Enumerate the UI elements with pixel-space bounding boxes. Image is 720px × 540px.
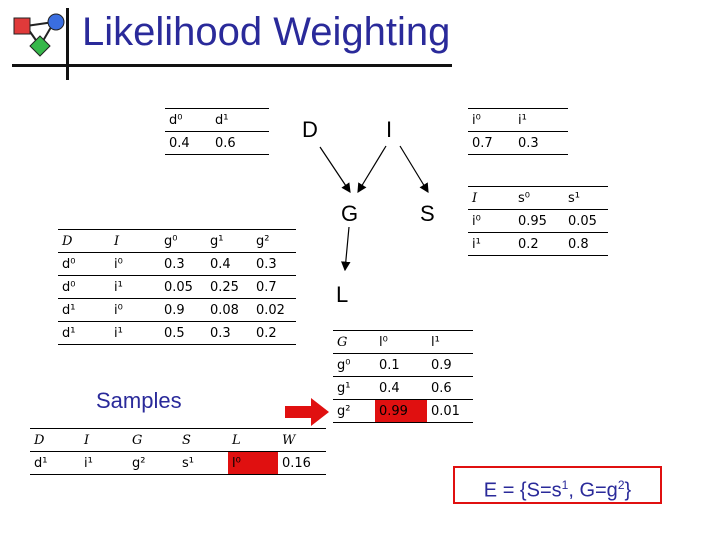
cpd-l-cell: 0.9 — [427, 353, 473, 377]
cpd-g-cell: d⁰ — [58, 275, 110, 299]
cpd-i-value: 0.7 — [468, 131, 514, 155]
cpd-g-header: g⁰ — [160, 229, 206, 253]
cpd-g-cell: i¹ — [110, 275, 160, 299]
evidence-mid: , G=g — [568, 479, 618, 502]
cpd-g-cell: 0.5 — [160, 321, 206, 345]
cpd-g-cell: 0.4 — [206, 252, 252, 276]
cpd-s-cell: i⁰ — [468, 209, 514, 233]
cpd-l-cell: 0.6 — [427, 376, 473, 400]
cpd-i-header: i¹ — [514, 108, 568, 132]
cpd-d-header: d⁰ — [165, 108, 211, 132]
cpd-g-cell: i⁰ — [110, 252, 160, 276]
samples-label: Samples — [96, 388, 182, 413]
cpd-l-cell: g⁰ — [333, 353, 375, 377]
title-rule-horizontal — [12, 64, 452, 67]
cpd-table-s: I s⁰ s¹ i⁰ 0.95 0.05 i¹ 0.2 0.8 — [468, 186, 608, 256]
evidence-s-sup: 1 — [561, 478, 569, 492]
arrow-right-icon — [285, 398, 329, 426]
cpd-g-cell: 0.02 — [252, 298, 296, 322]
edge-i-g — [357, 145, 387, 194]
cpd-s-cell: i¹ — [468, 232, 514, 256]
edge-d-g — [319, 146, 351, 193]
evidence-box: E = {S=s1, G=g2} — [453, 466, 662, 504]
evidence-suffix: } — [624, 479, 632, 502]
cpd-s-cell: 0.95 — [514, 209, 564, 233]
cpd-g-cell: 0.3 — [160, 252, 206, 276]
cpd-g-cell: i¹ — [110, 321, 160, 345]
cpd-d-value: 0.6 — [211, 131, 269, 155]
cpd-s-cell: 0.05 — [564, 209, 608, 233]
cpd-d-header: d¹ — [211, 108, 269, 132]
page-title: Likelihood Weighting — [82, 10, 451, 54]
samples-header: W — [278, 428, 326, 452]
samples-cell: 0.16 — [278, 451, 326, 475]
samples-header: I — [80, 428, 128, 452]
cpd-l-cell: 0.1 — [375, 353, 427, 377]
samples-header: G — [128, 428, 178, 452]
cpd-g-cell: 0.05 — [160, 275, 206, 299]
title-rule-vertical — [66, 8, 69, 80]
cpd-l-header: l⁰ — [375, 330, 427, 354]
node-i: I — [386, 117, 393, 142]
edge-g-l — [340, 226, 351, 272]
cpd-g-header: I — [110, 229, 160, 253]
cpd-g-cell: d⁰ — [58, 252, 110, 276]
cpd-g-cell: 0.7 — [252, 275, 296, 299]
cpd-d-value: 0.4 — [165, 131, 211, 155]
samples-cell-highlighted: l⁰ — [228, 451, 278, 475]
cpd-g-cell: 0.3 — [252, 252, 296, 276]
edge-i-s — [399, 145, 429, 194]
cpd-g-cell: i⁰ — [110, 298, 160, 322]
cpd-table-g: D I g⁰ g¹ g² d⁰ i⁰ 0.3 0.4 0.3 d⁰ i¹ 0.0… — [58, 229, 296, 345]
cpd-s-cell: 0.2 — [514, 232, 564, 256]
cpd-l-header: l¹ — [427, 330, 473, 354]
samples-header: L — [228, 428, 278, 452]
node-d: D — [302, 117, 318, 142]
cpd-table-d: d⁰ d¹ 0.4 0.6 — [165, 108, 269, 155]
cpd-s-header: s⁰ — [514, 186, 564, 210]
cpd-l-cell: g¹ — [333, 376, 375, 400]
samples-cell: i¹ — [80, 451, 128, 475]
node-g: G — [341, 201, 359, 226]
samples-table: D I G S L W d¹ i¹ g² s¹ l⁰ 0.16 — [30, 428, 326, 475]
samples-cell: d¹ — [30, 451, 80, 475]
cpd-i-value: 0.3 — [514, 131, 568, 155]
cpd-g-header: g¹ — [206, 229, 252, 253]
cpd-s-header: s¹ — [564, 186, 608, 210]
samples-header: D — [30, 428, 80, 452]
cpd-g-cell: 0.25 — [206, 275, 252, 299]
cpd-g-header: g² — [252, 229, 296, 253]
network-logo-icon — [13, 13, 65, 57]
cpd-s-header: I — [468, 186, 514, 210]
samples-cell: g² — [128, 451, 178, 475]
cpd-g-cell: 0.9 — [160, 298, 206, 322]
cpd-i-header: i⁰ — [468, 108, 514, 132]
cpd-g-cell: 0.08 — [206, 298, 252, 322]
samples-header: S — [178, 428, 228, 452]
cpd-s-cell: 0.8 — [564, 232, 608, 256]
samples-cell: s¹ — [178, 451, 228, 475]
evidence-g-sup: 2 — [617, 478, 625, 492]
cpd-table-l: G l⁰ l¹ g⁰ 0.1 0.9 g¹ 0.4 0.6 g² 0.99 0.… — [333, 330, 473, 423]
evidence-prefix: E = {S=s — [483, 479, 562, 502]
node-s: S — [420, 201, 435, 226]
node-l: L — [336, 282, 349, 307]
cpd-l-cell: 0.01 — [427, 399, 473, 423]
cpd-table-i: i⁰ i¹ 0.7 0.3 — [468, 108, 568, 155]
cpd-l-header: G — [333, 330, 375, 354]
cpd-g-header: D — [58, 229, 110, 253]
cpd-g-cell: d¹ — [58, 321, 110, 345]
cpd-g-cell: d¹ — [58, 298, 110, 322]
cpd-g-cell: 0.3 — [206, 321, 252, 345]
cpd-l-cell-highlighted: 0.99 — [375, 399, 427, 423]
cpd-g-cell: 0.2 — [252, 321, 296, 345]
cpd-l-cell: 0.4 — [375, 376, 427, 400]
cpd-l-cell: g² — [333, 399, 375, 423]
